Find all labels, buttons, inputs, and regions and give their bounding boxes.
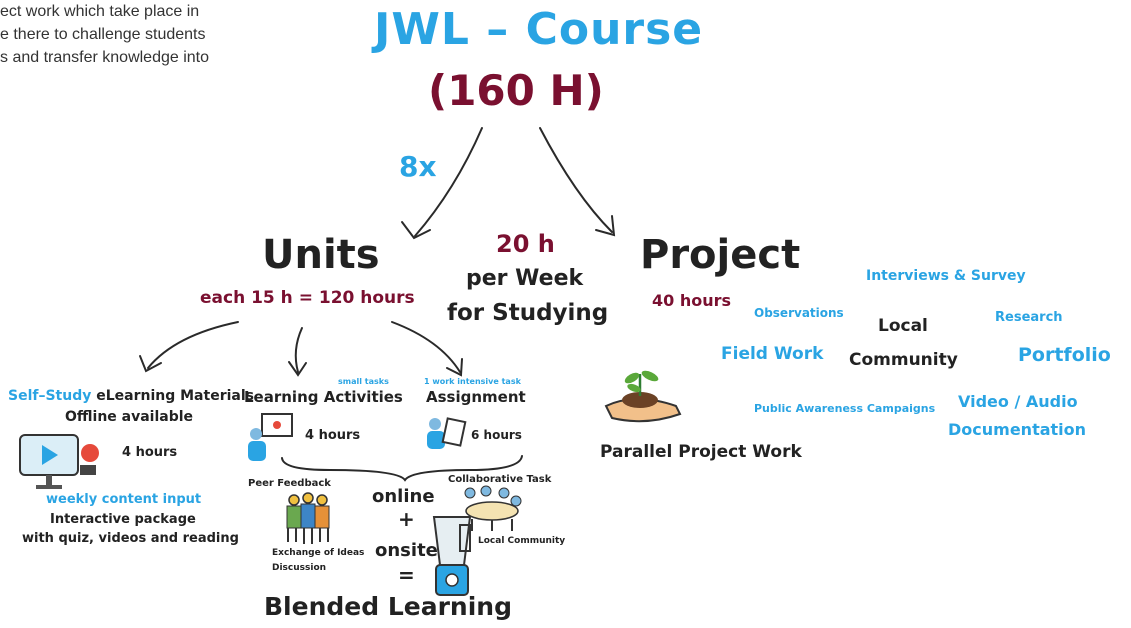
- teacher-screen-icon: [248, 413, 293, 461]
- video-player-icon: [19, 434, 99, 489]
- cloud-video: Video / Audio: [958, 392, 1078, 411]
- self-study-desc2: with quiz, videos and reading: [22, 531, 239, 546]
- units-title: Units: [262, 232, 380, 278]
- intro-line: e there to challenge students: [0, 26, 206, 43]
- self-study-heading: Self–Study eLearning Materials: [8, 388, 254, 404]
- week-line2: for Studying: [447, 300, 609, 326]
- blend-plus: +: [398, 507, 415, 531]
- cloud-observations: Observations: [754, 306, 844, 320]
- intro-text: ect work which take place in e there to …: [0, 0, 1131, 69]
- plant-in-hand-icon: [604, 370, 682, 423]
- activities-hours: 4 hours: [305, 428, 361, 443]
- activities-tag: small tasks: [338, 377, 389, 386]
- assignment-title: Assignment: [426, 388, 526, 406]
- local-label: Local: [878, 316, 928, 336]
- assignment-tag: 1 work intensive task: [424, 377, 521, 386]
- blend-onsite: onsite: [375, 540, 438, 561]
- self-study-hours: 4 hours: [122, 445, 178, 460]
- cloud-documentation: Documentation: [948, 420, 1087, 439]
- peer-feedback: Peer Feedback: [248, 478, 331, 489]
- cloud-campaigns: Public Awareness Campaigns: [754, 402, 936, 415]
- project-hours: 40 hours: [652, 291, 732, 310]
- cloud-field-work: Field Work: [721, 344, 824, 364]
- cloud-portfolio: Portfolio: [1018, 344, 1111, 366]
- week-hours: 20 h: [496, 230, 555, 258]
- arrow-to-units: [414, 127, 483, 237]
- group-discussion-icon: [286, 492, 330, 544]
- total-hours: (160 H): [428, 66, 604, 115]
- units-hours: each 15 h = 120 hours: [200, 288, 415, 308]
- local-community-small: Local Community: [478, 536, 566, 546]
- course-title: JWL – Course: [374, 4, 704, 55]
- week-line1: per Week: [466, 266, 584, 291]
- self-study-subtitle: Offline available: [65, 409, 194, 425]
- exchange-line1: Exchange of Ideas: [272, 548, 365, 558]
- self-study-note: weekly content input: [46, 492, 202, 507]
- collab-task: Collaborative Task: [448, 474, 552, 485]
- blend-equals: =: [398, 563, 415, 587]
- self-study-prefix: Self–Study: [8, 388, 92, 404]
- arrow-to-activities: [294, 327, 303, 373]
- exchange-line2: Discussion: [272, 563, 327, 573]
- intro-line: ect work which take place in: [0, 3, 200, 20]
- collaborative-table-icon: [464, 485, 522, 531]
- blended-learning: Blended Learning: [264, 592, 512, 621]
- self-study-title: eLearning Materials: [96, 388, 254, 404]
- arrow-to-self-study: [147, 321, 239, 369]
- assignment-hours: 6 hours: [471, 428, 522, 442]
- arrow-to-project: [539, 127, 613, 233]
- curly-brace: [281, 455, 523, 482]
- multiplier: 8x: [399, 150, 437, 183]
- arrow-to-assignment: [391, 321, 461, 373]
- parallel-project-work: Parallel Project Work: [600, 442, 802, 462]
- self-study-desc1: Interactive package: [50, 512, 196, 527]
- community-label: Community: [849, 350, 958, 370]
- student-writing-icon: [427, 417, 467, 449]
- intro-line: s and transfer knowledge into: [0, 49, 210, 66]
- blender-icon: [432, 516, 472, 596]
- blend-online: online: [372, 486, 435, 507]
- cloud-interviews: Interviews & Survey: [866, 268, 1026, 284]
- activities-title: Learning Activities: [244, 388, 403, 406]
- project-title: Project: [640, 232, 801, 278]
- cloud-research: Research: [995, 310, 1063, 325]
